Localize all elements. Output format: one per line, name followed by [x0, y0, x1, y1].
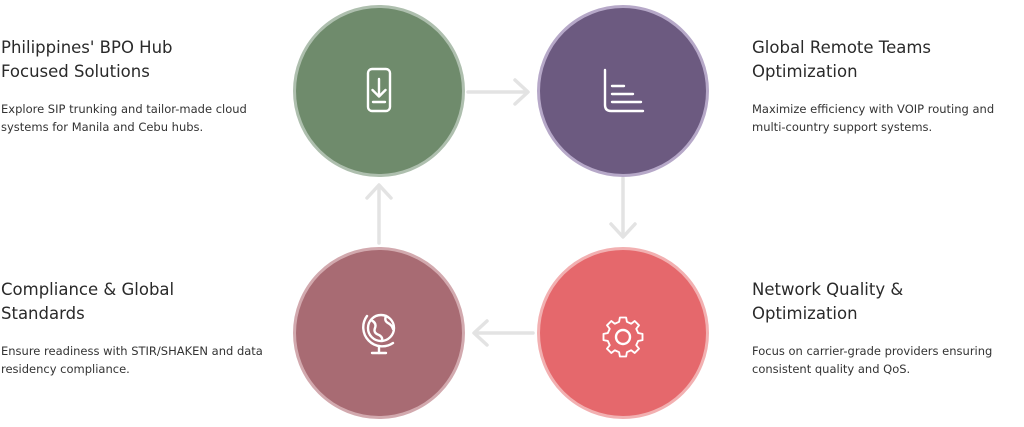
step-1-description: Explore SIP trunking and tailor-made clo… — [1, 100, 291, 136]
arrow-up-left — [365, 183, 393, 245]
step-3-circle — [293, 247, 465, 419]
step-3-description: Ensure readiness with STIR/SHAKEN and da… — [1, 342, 291, 378]
bar-chart-icon — [603, 68, 645, 113]
step-2-text: Global Remote Teams Optimization Maximiz… — [752, 36, 1022, 136]
step-3-title-line2: Standards — [1, 304, 85, 323]
step-2-title-line2: Optimization — [752, 62, 858, 81]
step-2-description: Maximize efficiency with VOIP routing an… — [752, 100, 1022, 136]
step-1-desc-line1: Explore SIP trunking and tailor-made clo… — [1, 102, 247, 116]
step-3-desc-line2: residency compliance. — [1, 362, 130, 376]
step-2-title-line1: Global Remote Teams — [752, 38, 931, 57]
phone-download-icon — [366, 67, 392, 113]
step-4-title-line2: Optimization — [752, 304, 858, 323]
step-1-circle — [293, 5, 465, 177]
step-3-text: Compliance & Global Standards Ensure rea… — [1, 278, 291, 378]
step-1-title-line1: Philippines' BPO Hub — [1, 38, 173, 57]
step-1-title-line2: Focused Solutions — [1, 62, 150, 81]
step-4-desc-line2: consistent quality and QoS. — [752, 362, 911, 376]
arrow-down-right — [609, 176, 637, 239]
step-3-title: Compliance & Global Standards — [1, 278, 291, 326]
step-3-desc-line1: Ensure readiness with STIR/SHAKEN and da… — [1, 344, 263, 358]
step-2-circle — [537, 5, 709, 177]
step-4-description: Focus on carrier-grade providers ensurin… — [752, 342, 1022, 378]
step-4-text: Network Quality & Optimization Focus on … — [752, 278, 1022, 378]
step-1-desc-line2: systems for Manila and Cebu hubs. — [1, 120, 204, 134]
step-2-desc-line1: Maximize efficiency with VOIP routing an… — [752, 102, 995, 116]
step-2-desc-line2: multi-country support systems. — [752, 120, 933, 134]
gear-icon — [602, 316, 644, 358]
arrow-left-bottom — [472, 319, 535, 347]
step-4-title-line1: Network Quality & — [752, 280, 904, 299]
step-4-desc-line1: Focus on carrier-grade providers ensurin… — [752, 344, 993, 358]
step-3-title-line1: Compliance & Global — [1, 280, 175, 299]
globe-icon — [362, 313, 396, 355]
step-2-title: Global Remote Teams Optimization — [752, 36, 1022, 84]
step-1-text: Philippines' BPO Hub Focused Solutions E… — [1, 36, 291, 136]
arrow-right-top — [466, 78, 530, 106]
step-4-circle — [537, 247, 709, 419]
step-4-title: Network Quality & Optimization — [752, 278, 1022, 326]
step-1-title: Philippines' BPO Hub Focused Solutions — [1, 36, 291, 84]
